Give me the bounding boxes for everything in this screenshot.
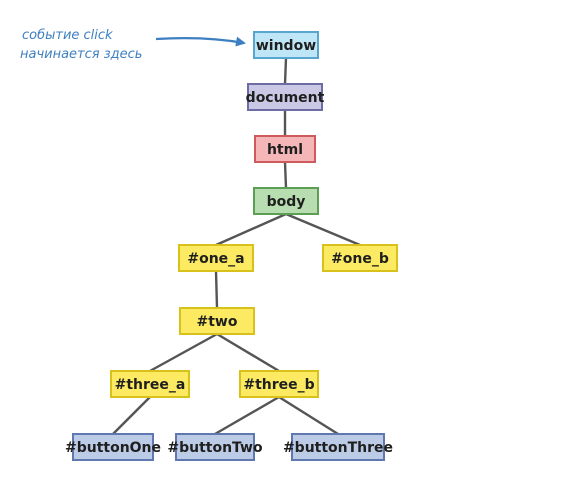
annotation-line-1: событие click [22, 28, 113, 43]
node-two: #two [179, 307, 255, 335]
node-buttonOne: #buttonOne [65, 433, 161, 461]
node-box-html [254, 135, 316, 163]
node-buttonThree: #buttonThree [283, 433, 393, 461]
node-label-body: body [267, 194, 306, 210]
node-box-two [179, 307, 255, 335]
node-box-one_b [322, 244, 398, 272]
annotation: событие click начинается здесь [20, 28, 246, 62]
edge-three_b-buttonTwo [214, 395, 280, 436]
node-box-buttonTwo [175, 433, 255, 461]
node-label-window: window [256, 38, 316, 54]
node-box-one_a [178, 244, 254, 272]
annotation-line-2: начинается здесь [20, 47, 142, 62]
edge-two-three_a [149, 332, 218, 373]
node-box-buttonThree [291, 433, 385, 461]
node-box-buttonOne [72, 433, 154, 461]
node-box-document [247, 83, 323, 111]
node-label-three_a: #three_a [115, 377, 186, 393]
node-label-buttonThree: #buttonThree [283, 440, 393, 456]
node-label-one_b: #one_b [331, 251, 389, 267]
edges-layer [112, 57, 361, 436]
node-label-html: html [267, 142, 303, 158]
annotation-arrow [155, 36, 246, 47]
node-box-three_b [239, 370, 319, 398]
node-three_a: #three_a [110, 370, 190, 398]
node-label-three_b: #three_b [243, 377, 314, 393]
node-window: window [253, 31, 319, 59]
node-one_b: #one_b [322, 244, 398, 272]
node-box-three_a [110, 370, 190, 398]
edge-body-one_b [285, 212, 361, 247]
node-box-window [253, 31, 319, 59]
node-html: html [254, 135, 316, 163]
node-label-one_a: #one_a [187, 251, 244, 267]
node-label-document: document [246, 90, 325, 106]
edge-two-three_b [216, 332, 280, 373]
node-label-two: #two [197, 314, 238, 330]
node-box-body [253, 187, 319, 215]
node-label-buttonOne: #buttonOne [65, 440, 161, 456]
edge-html-body [283, 161, 288, 189]
edge-three_a-buttonOne [112, 396, 151, 435]
edge-one_a-two [214, 270, 219, 309]
edge-window-document [283, 57, 288, 85]
nodes-layer: window document html body #one_a #one_b #two #t… [65, 31, 398, 461]
node-body: body [253, 187, 319, 215]
edge-three_b-buttonThree [278, 395, 339, 436]
node-three_b: #three_b [239, 370, 319, 398]
edge-body-one_a [215, 212, 287, 247]
node-label-buttonTwo: #buttonTwo [167, 440, 263, 456]
node-one_a: #one_a [178, 244, 254, 272]
node-document: document [246, 83, 325, 111]
node-buttonTwo: #buttonTwo [167, 433, 263, 461]
